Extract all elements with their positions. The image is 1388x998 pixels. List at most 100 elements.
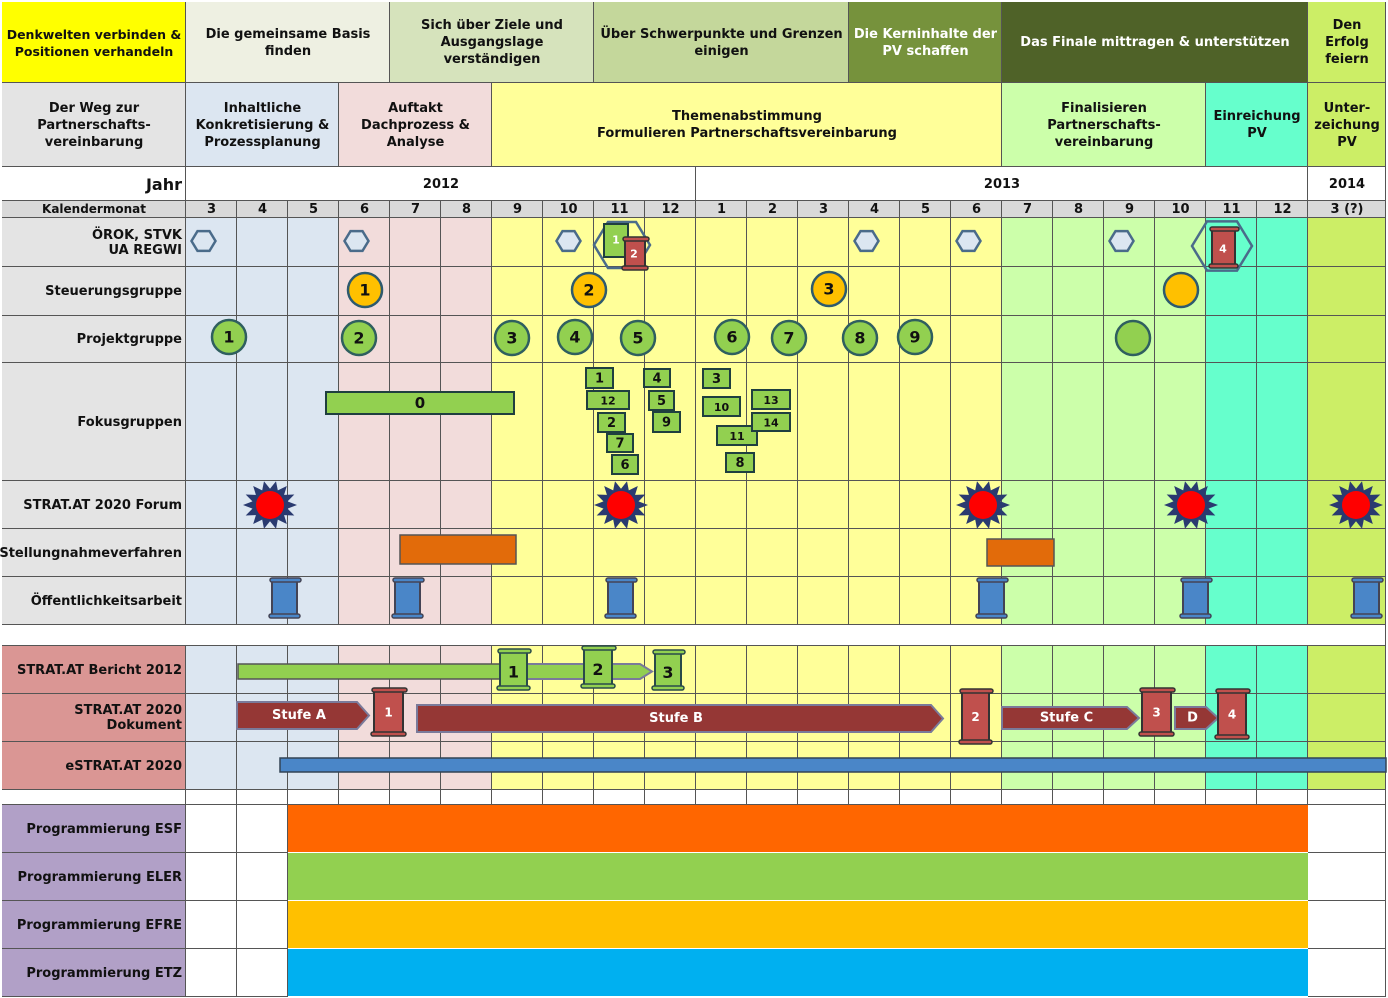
- stellung-cell: [1206, 529, 1257, 577]
- fokus-cell: [1053, 363, 1104, 481]
- oeff-doc-3-roll: [976, 577, 1009, 583]
- month-cell: [798, 201, 849, 218]
- dokument-doc-3: [1217, 691, 1247, 738]
- forum-cell: [900, 481, 951, 529]
- month-cell: [1257, 201, 1308, 218]
- phase-cell: [186, 83, 339, 167]
- month-18: 9: [1124, 202, 1135, 217]
- stellung-cell: [288, 529, 339, 577]
- prog-cell: [1308, 949, 1386, 997]
- oeff-doc-5-roll: [1351, 577, 1384, 583]
- phase-text-5: Unter-zeichung PV: [1314, 100, 1380, 150]
- month-19: 10: [1171, 202, 1190, 217]
- month-cell: [849, 201, 900, 218]
- projekt-circle-0: [210, 318, 248, 356]
- prog-efre-bar: [288, 901, 1309, 948]
- bericht-arrow: [509, 663, 654, 680]
- month-cell: [441, 201, 492, 218]
- fokus-box-13: [725, 452, 755, 473]
- banner-text-2: Sich über Ziele und Ausgangslage verstän…: [421, 18, 563, 67]
- spacer-cell: [1053, 790, 1104, 805]
- projekt-circle-8: [896, 318, 934, 356]
- month-4: 7: [410, 202, 421, 217]
- banner-cell: [594, 2, 849, 83]
- month-label-cell: [2, 201, 186, 218]
- oeffentlich-cell: [1257, 577, 1308, 625]
- forum-label: STRAT.AT 2020 Forum: [23, 497, 182, 513]
- fokus-cell: [1104, 363, 1155, 481]
- bericht-doc-1-roll: [581, 645, 617, 651]
- phase-cell: [339, 83, 492, 167]
- forum-star-0-core: [256, 491, 284, 519]
- projekt-num-7: 8: [854, 329, 865, 348]
- oerok-cell: [1257, 218, 1308, 267]
- stellung-cell: [339, 529, 390, 577]
- oerok-cell: [1155, 218, 1206, 267]
- projekt-cell: [1002, 316, 1053, 363]
- steuerung-label-cell: [2, 267, 186, 316]
- projekt-cell: [1206, 316, 1257, 363]
- dokument-doc-0-roll-bottom: [370, 731, 407, 737]
- stellung-cell: [1155, 529, 1206, 577]
- bericht-cell: [1104, 646, 1155, 694]
- year-2: 2014: [1328, 176, 1366, 192]
- bericht-cell: [1002, 646, 1053, 694]
- oeff-doc-5-roll-bottom: [1350, 613, 1383, 619]
- oeff-doc-3: [978, 580, 1005, 617]
- steuerung-cell: [1257, 267, 1308, 316]
- spacer-cell: [951, 790, 1002, 805]
- phase-cell: [492, 83, 1002, 167]
- stellung-bar-1: [986, 538, 1055, 567]
- oerok-cell: [798, 218, 849, 267]
- fokus-box-0: [585, 367, 614, 389]
- bericht-cell: [951, 646, 1002, 694]
- oeff-doc-2-roll-bottom: [604, 613, 637, 619]
- dokument-doc-2: [1141, 690, 1172, 735]
- month-6: 9: [512, 202, 523, 217]
- forum-star-1-core: [607, 491, 635, 519]
- steuerung-num-1: 2: [583, 281, 594, 300]
- projekt-circle-4: [619, 319, 657, 357]
- dokument-doc-2-roll: [1139, 687, 1176, 693]
- stellung-cell: [747, 529, 798, 577]
- month-13: 4: [869, 202, 880, 217]
- forum-cell: [849, 481, 900, 529]
- year-cell: [696, 167, 1308, 201]
- oerok-label-cell: [2, 218, 186, 267]
- projekt-circle-6: [770, 319, 808, 357]
- month-11: 2: [767, 202, 778, 217]
- estrat-bar: [279, 757, 1387, 773]
- oeff-doc-4: [1182, 580, 1209, 617]
- month-20: 11: [1222, 202, 1241, 217]
- banner-cell: [390, 2, 594, 83]
- spacer-cell: [441, 790, 492, 805]
- fokus-box-12: [751, 412, 791, 432]
- stellung-cell: [1257, 529, 1308, 577]
- spacer-cell: [696, 790, 747, 805]
- oeffentlich-cell: [696, 577, 747, 625]
- phase-text-4: Einreichung PV: [1213, 109, 1301, 141]
- projekt-num-2: 3: [506, 329, 517, 348]
- projekt-cell: [1257, 316, 1308, 363]
- oerok-doc-2-roll: [622, 236, 650, 242]
- banner-text-4: Die Kerninhalte der PV schaffen: [853, 26, 998, 59]
- prog-esf-bar: [288, 805, 1309, 852]
- fokus-cell: [849, 363, 900, 481]
- banner-cell: [849, 2, 1002, 83]
- stellung-bar-0: [399, 534, 517, 565]
- steuerung-circle-0: [346, 271, 384, 309]
- oeff-doc-5: [1353, 580, 1380, 617]
- forum-cell: [441, 481, 492, 529]
- month-cell: [492, 201, 543, 218]
- oerok-cell: [747, 218, 798, 267]
- month-0: 3: [206, 202, 217, 217]
- spacer-cell: [390, 790, 441, 805]
- month-cell: [186, 201, 237, 218]
- month-label: Kalendermonat: [42, 202, 146, 216]
- month-9: 12: [661, 202, 680, 217]
- fokus-box-num-9: 10: [714, 401, 730, 414]
- month-cell: [1104, 201, 1155, 218]
- fokus-cell: [492, 363, 543, 481]
- month-5: 8: [461, 202, 472, 217]
- month-cell: [951, 201, 1002, 218]
